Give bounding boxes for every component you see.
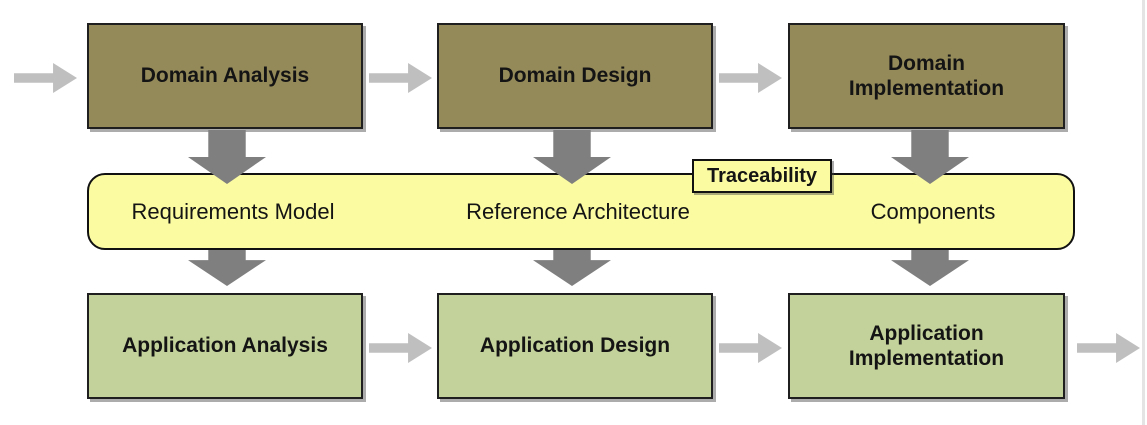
domain-analysis-box: Domain Analysis xyxy=(87,23,363,129)
traceability-label: Traceability xyxy=(692,159,832,193)
application-design-box: Application Design xyxy=(437,293,713,399)
flow-out-arrow-icon xyxy=(1077,333,1140,363)
domain-implementation-box: Domain Implementation xyxy=(788,23,1065,129)
components-label: Components xyxy=(870,198,996,224)
application-analysis-label: Application Analysis xyxy=(122,334,328,358)
domain-implementation-label: Domain Implementation xyxy=(848,51,1005,100)
flow-in-arrow-icon xyxy=(14,63,77,93)
arrow-right-domain-analysis-to-design-icon xyxy=(369,63,432,93)
application-implementation-box: Application Implementation xyxy=(788,293,1065,399)
arrow-right-application-design-to-implementation-icon xyxy=(719,333,782,363)
arrow-right-domain-design-to-implementation-icon xyxy=(719,63,782,93)
reference-architecture-label: Reference Architecture xyxy=(466,198,690,224)
requirements-model-label: Requirements Model xyxy=(131,198,335,224)
page-edge-line xyxy=(1142,0,1145,425)
domain-design-box: Domain Design xyxy=(437,23,713,129)
application-design-label: Application Design xyxy=(479,334,671,358)
arrow-right-application-analysis-to-design-icon xyxy=(369,333,432,363)
domain-design-label: Domain Design xyxy=(498,64,652,88)
artifact-band: Requirements Model Reference Architectur… xyxy=(87,173,1075,250)
application-implementation-label: Application Implementation xyxy=(848,321,1005,370)
application-analysis-box: Application Analysis xyxy=(87,293,363,399)
domain-analysis-label: Domain Analysis xyxy=(140,64,310,88)
